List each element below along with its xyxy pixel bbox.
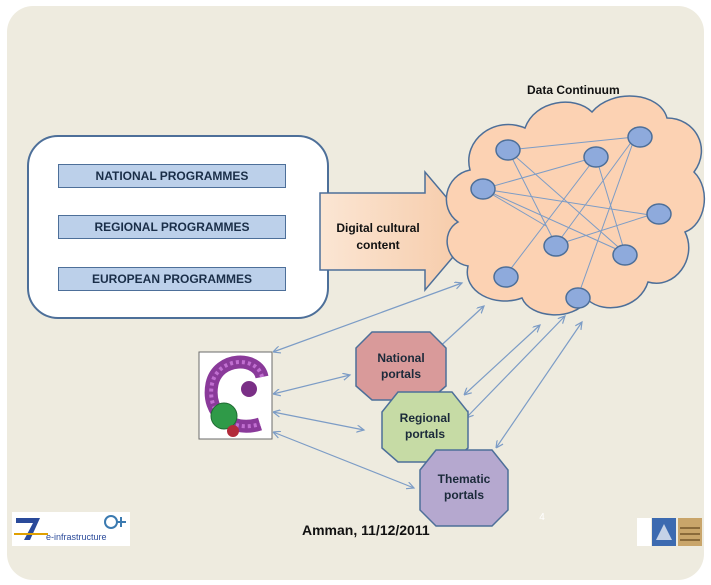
node — [612, 244, 638, 266]
regional-portal-label: Regional portals — [399, 411, 451, 441]
node — [583, 146, 609, 168]
node — [495, 139, 521, 161]
portal-connectors — [273, 283, 582, 488]
regional-programmes-box: REGIONAL PROGRAMMES — [58, 215, 286, 239]
footer-logo-text: e-infrastructure — [46, 532, 107, 542]
europeana-logo-icon — [198, 351, 273, 440]
thematic-portal-shape — [419, 449, 509, 527]
node — [493, 266, 519, 288]
node — [565, 287, 591, 309]
regional-portal-shape — [381, 391, 469, 463]
content-flow-arrow — [319, 169, 476, 293]
node — [543, 235, 569, 257]
cloud-links — [482, 136, 651, 297]
arrow-label: Digital cultural content — [336, 221, 420, 252]
page-number: 4 — [539, 512, 545, 523]
node — [627, 126, 653, 148]
footer-location-date: Amman, 11/12/2011 — [302, 522, 430, 538]
partner-logos-icon — [637, 518, 702, 546]
national-portal-shape — [355, 331, 447, 401]
national-programmes-box: NATIONAL PROGRAMMES — [58, 164, 286, 188]
cloud-nodes — [470, 126, 672, 309]
national-portal-label: National portals — [377, 351, 425, 381]
eu-fp7-logo-icon — [12, 512, 130, 546]
thematic-portal-label: Thematic portals — [437, 472, 491, 502]
node — [646, 203, 672, 225]
node — [470, 178, 496, 200]
cloud-title: Data Continuum — [527, 83, 620, 97]
european-programmes-box: EUROPEAN PROGRAMMES — [58, 267, 286, 291]
